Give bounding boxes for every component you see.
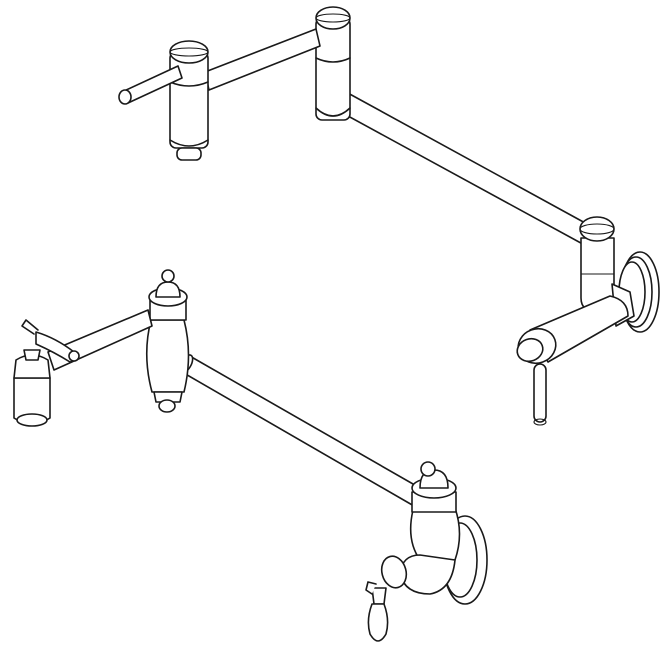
- traditional-middle-joint: [145, 269, 190, 413]
- modern-upper-joint: [315, 6, 351, 121]
- traditional-spout-joint: [13, 349, 51, 427]
- modern-pot-filler: [118, 6, 660, 426]
- modern-outlet-body: [516, 295, 629, 365]
- modern-spout-lever[interactable]: [118, 65, 183, 105]
- traditional-pot-filler: [13, 269, 488, 642]
- traditional-short-arm: [47, 309, 153, 371]
- traditional-spout-lever[interactable]: [21, 319, 80, 363]
- traditional-long-arm: [178, 354, 421, 507]
- modern-lever-handle[interactable]: [533, 363, 547, 426]
- modern-spout-joint: [169, 40, 209, 161]
- traditional-wall-elbow: [380, 461, 461, 595]
- modern-long-arm: [333, 91, 599, 249]
- traditional-lever-handle[interactable]: [365, 581, 389, 642]
- modern-short-arm: [204, 28, 321, 91]
